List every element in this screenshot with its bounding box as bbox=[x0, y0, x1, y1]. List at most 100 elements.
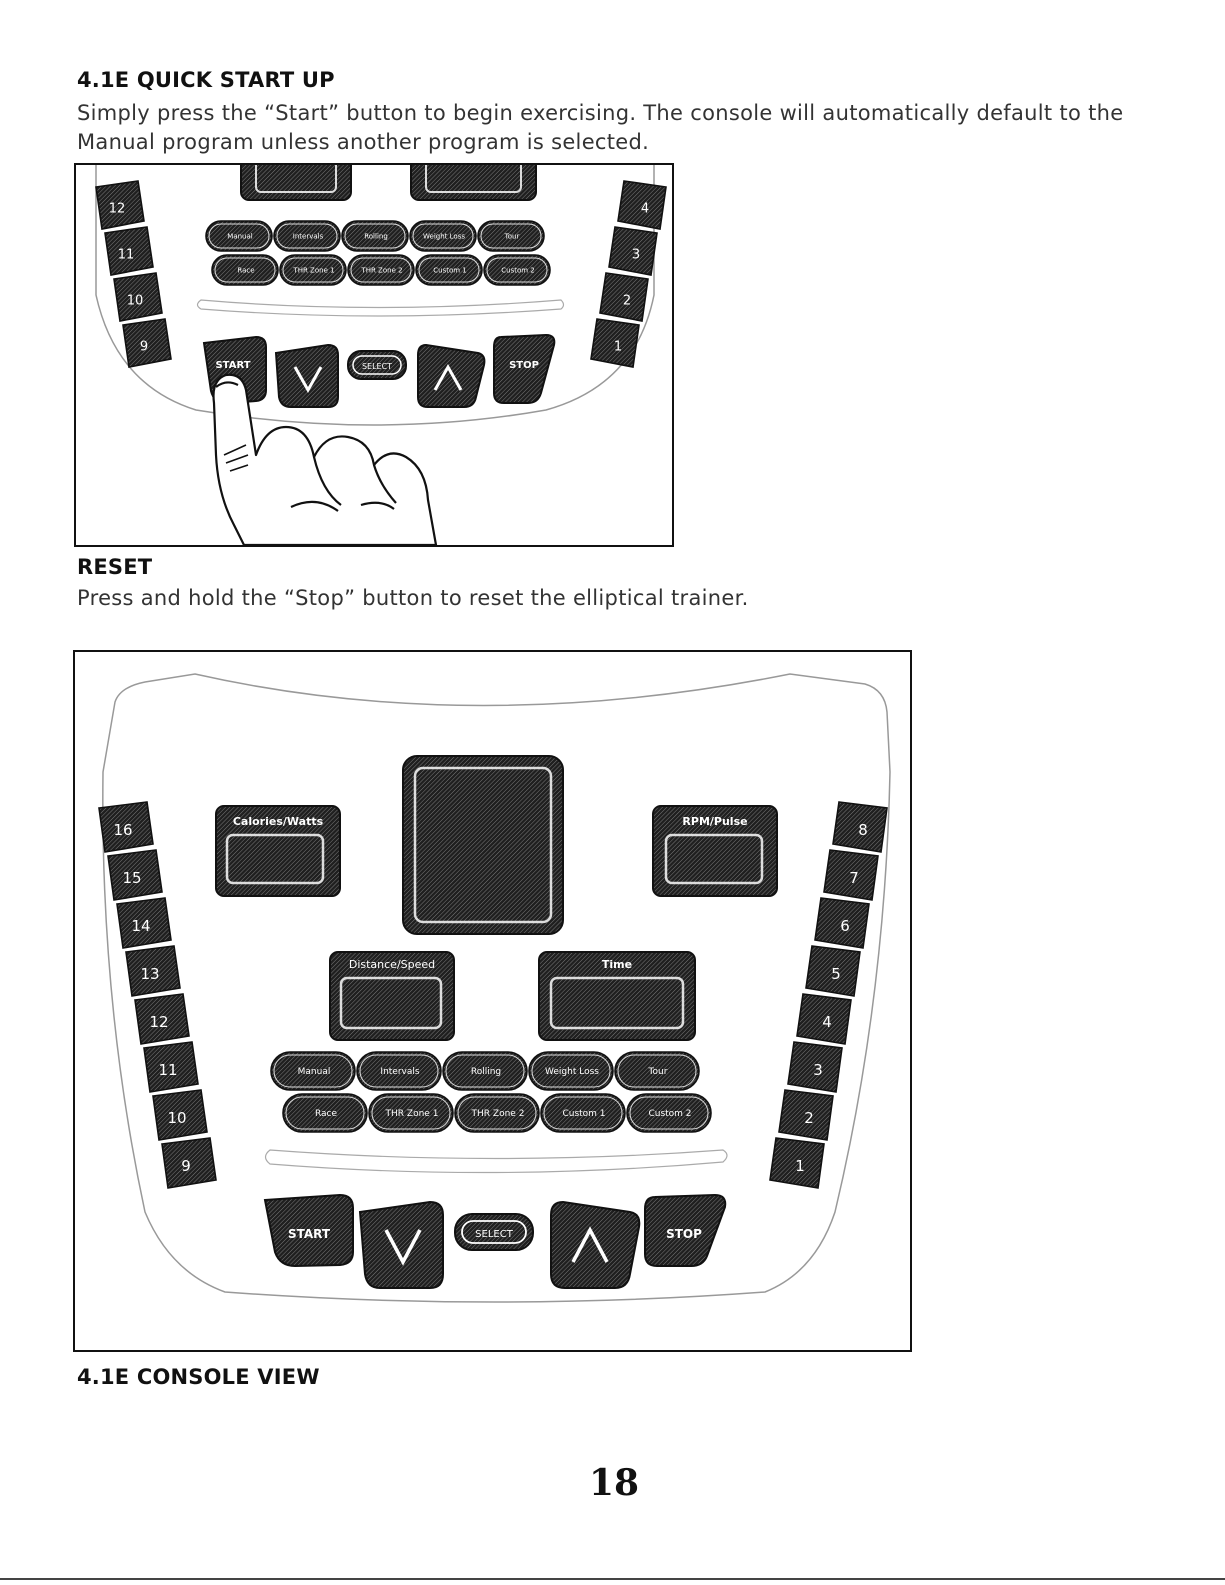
closeup-up-button[interactable] bbox=[417, 343, 486, 408]
closeup-select-button[interactable]: SELECT bbox=[347, 350, 407, 380]
select-label: SELECT bbox=[475, 1229, 514, 1240]
level-tab-label: 12 bbox=[109, 201, 126, 216]
program-button[interactable]: Custom 2 bbox=[626, 1093, 712, 1133]
time-label: Time bbox=[602, 958, 632, 971]
level-tab[interactable]: 4 bbox=[796, 993, 852, 1045]
closeup-display-right bbox=[410, 165, 537, 201]
closeup-program-bar: Manual Intervals Rolling Weight Loss TourRac… bbox=[205, 220, 551, 286]
level-tab-label: 11 bbox=[158, 1061, 177, 1079]
level-tab-label: 3 bbox=[813, 1061, 823, 1079]
level-tab-label: 5 bbox=[831, 965, 841, 983]
console-caption: 4.1E CONSOLE VIEW bbox=[77, 1365, 320, 1389]
closeup-right-level-tabs: 4 3 2 1 bbox=[590, 180, 667, 368]
program-label: Weight Loss bbox=[545, 1067, 599, 1077]
level-tab-label: 10 bbox=[127, 293, 144, 308]
program-button[interactable]: THR Zone 1 bbox=[368, 1093, 454, 1133]
closeup-select-label: SELECT bbox=[362, 362, 392, 371]
program-button[interactable]: Race bbox=[282, 1093, 368, 1133]
closeup-stop-button[interactable]: STOP bbox=[493, 333, 556, 404]
program-label: Rolling bbox=[364, 232, 388, 240]
select-button[interactable]: SELECT bbox=[454, 1213, 534, 1251]
level-tab[interactable]: 9 bbox=[161, 1137, 217, 1189]
calories-watts-label: Calories/Watts bbox=[233, 815, 324, 828]
program-button[interactable]: Weight Loss bbox=[528, 1051, 614, 1091]
level-tab[interactable]: 3 bbox=[608, 226, 658, 276]
program-button[interactable]: Custom 1 bbox=[415, 254, 483, 286]
level-tab[interactable]: 11 bbox=[143, 1041, 199, 1093]
program-button[interactable]: Weight Loss bbox=[409, 220, 477, 252]
quick-start-line-2: Manual program unless another program is… bbox=[77, 130, 650, 154]
page-number: 18 bbox=[589, 1462, 640, 1504]
closeup-display-left bbox=[240, 165, 352, 201]
level-tab[interactable]: 10 bbox=[113, 272, 163, 322]
level-tab[interactable]: 11 bbox=[104, 226, 154, 276]
program-button[interactable]: THR Zone 2 bbox=[347, 254, 415, 286]
level-tab[interactable]: 12 bbox=[134, 993, 190, 1045]
program-label: THR Zone 2 bbox=[471, 1109, 525, 1119]
level-tab[interactable]: 8 bbox=[832, 801, 888, 853]
program-label: Race bbox=[315, 1109, 338, 1119]
program-button[interactable]: Manual bbox=[205, 220, 273, 252]
level-tab[interactable]: 14 bbox=[116, 897, 172, 949]
level-tab-label: 12 bbox=[149, 1013, 168, 1031]
level-tab-label: 2 bbox=[623, 293, 631, 308]
console-svg: Calories/Watts RPM/Pulse Distance/Speed … bbox=[98, 673, 891, 1303]
rpm-pulse-label: RPM/Pulse bbox=[682, 815, 747, 828]
level-tab[interactable]: 2 bbox=[778, 1089, 834, 1141]
level-tab[interactable]: 15 bbox=[107, 849, 163, 901]
level-tab-label: 6 bbox=[840, 917, 850, 935]
program-label: Manual bbox=[227, 232, 252, 240]
light-strip bbox=[264, 1149, 728, 1174]
program-button[interactable]: Rolling bbox=[442, 1051, 528, 1091]
level-tab-label: 9 bbox=[181, 1157, 191, 1175]
program-button[interactable]: Manual bbox=[270, 1051, 356, 1091]
level-tab[interactable]: 2 bbox=[599, 272, 649, 322]
program-button[interactable]: Rolling bbox=[341, 220, 409, 252]
level-tab[interactable]: 12 bbox=[95, 180, 145, 230]
stop-button[interactable]: STOP bbox=[644, 1193, 727, 1267]
level-tab[interactable]: 4 bbox=[617, 180, 667, 230]
program-label: THR Zone 2 bbox=[360, 266, 402, 274]
program-label: THR Zone 1 bbox=[292, 266, 334, 274]
level-tab[interactable]: 3 bbox=[787, 1041, 843, 1093]
down-button[interactable] bbox=[358, 1200, 444, 1289]
level-tab[interactable]: 1 bbox=[769, 1137, 825, 1189]
start-button[interactable]: START bbox=[263, 1193, 354, 1268]
level-tab[interactable]: 10 bbox=[152, 1089, 208, 1141]
program-button[interactable]: Intervals bbox=[356, 1051, 442, 1091]
program-button[interactable]: Tour bbox=[614, 1051, 700, 1091]
level-tab[interactable]: 1 bbox=[590, 318, 640, 368]
program-label: Weight Loss bbox=[423, 232, 465, 240]
distance-speed-window: Distance/Speed bbox=[329, 951, 455, 1041]
level-tab[interactable]: 7 bbox=[823, 849, 879, 901]
bottom-rule bbox=[0, 1578, 1225, 1580]
closeup-svg: Manual Intervals Rolling Weight Loss TourRac… bbox=[95, 165, 667, 545]
program-label: Tour bbox=[504, 232, 520, 240]
program-button[interactable]: Custom 2 bbox=[483, 254, 551, 286]
closeup-down-button[interactable] bbox=[274, 343, 339, 408]
program-button[interactable]: Custom 1 bbox=[540, 1093, 626, 1133]
distance-speed-label: Distance/Speed bbox=[349, 958, 435, 971]
level-tab-label: 4 bbox=[641, 201, 649, 216]
program-label: THR Zone 1 bbox=[385, 1109, 439, 1119]
program-label: Tour bbox=[648, 1067, 668, 1077]
level-tab-label: 9 bbox=[140, 339, 148, 354]
quick-start-line-1: Simply press the “Start” button to begin… bbox=[77, 101, 1124, 125]
level-tab[interactable]: 9 bbox=[122, 318, 172, 368]
level-tab-label: 10 bbox=[167, 1109, 186, 1127]
program-button[interactable]: THR Zone 1 bbox=[279, 254, 347, 286]
level-tab[interactable]: 13 bbox=[125, 945, 181, 997]
chevron-up-icon bbox=[571, 1226, 609, 1263]
level-tab[interactable]: 6 bbox=[814, 897, 870, 949]
program-button[interactable]: THR Zone 2 bbox=[454, 1093, 540, 1133]
program-button[interactable]: Race bbox=[211, 254, 279, 286]
quick-start-heading: 4.1E QUICK START UP bbox=[77, 68, 335, 92]
program-label: Custom 2 bbox=[501, 266, 535, 274]
program-button[interactable]: Tour bbox=[477, 220, 545, 252]
up-button[interactable] bbox=[550, 1200, 641, 1289]
program-button[interactable]: Intervals bbox=[273, 220, 341, 252]
level-tab[interactable]: 5 bbox=[805, 945, 861, 997]
level-tab[interactable]: 16 bbox=[98, 801, 154, 853]
